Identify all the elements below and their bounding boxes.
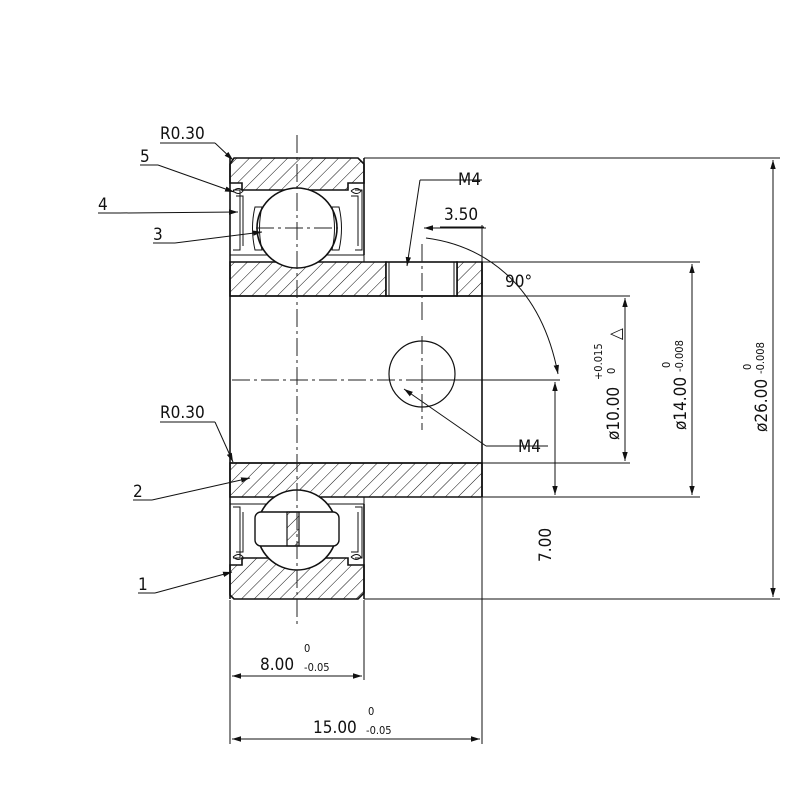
radius-label-bottom: R0.30	[160, 403, 205, 423]
thread-label-top: M4	[458, 170, 481, 190]
part-label-4: 4	[98, 195, 108, 215]
part-label-1: 1	[138, 575, 148, 595]
threaded-hole-circle	[388, 340, 456, 408]
offset-dimension: 3.50	[444, 205, 478, 225]
part-label-2: 2	[133, 482, 143, 502]
bore-dimension: ø10.00	[604, 387, 624, 440]
seals	[232, 188, 363, 560]
outer-diameter-dimension: ø26.00	[752, 379, 772, 432]
ring-width-upper-tolerance: 0	[304, 642, 310, 655]
inner-ring-upper-tolerance: 0	[660, 362, 673, 368]
inner-ring-dimension-group: ø14.00 0 -0.008	[660, 340, 691, 430]
inner-ring-dimension: ø14.00	[671, 377, 691, 430]
ring-width-dimension: 8.00	[260, 655, 294, 675]
inner-ring-lower-tolerance: -0.008	[673, 340, 686, 372]
outer-diameter-dimension-group: ø26.00 0 -0.008	[741, 342, 772, 432]
height-dimension-group: 7.00	[536, 528, 556, 562]
bore-dimension-group: ø10.00 +0.015 0 △	[592, 328, 626, 440]
ring-width-lower-tolerance: -0.05	[304, 661, 330, 674]
angle-label: 90°	[505, 272, 532, 292]
outer-diameter-upper-tolerance: 0	[741, 364, 754, 370]
thread-label-side: M4	[518, 437, 541, 457]
flatness-symbol: △	[606, 328, 626, 340]
total-width-lower-tolerance: -0.05	[366, 724, 392, 737]
inner-ring-bottom	[229, 462, 483, 505]
radius-label-top: R0.30	[160, 124, 205, 144]
total-width-dimension-group: 15.00 0 -0.05	[313, 705, 392, 738]
outer-diameter-lower-tolerance: -0.008	[754, 342, 767, 374]
inner-ring-top	[229, 254, 483, 297]
height-dimension: 7.00	[536, 528, 556, 562]
bore-upper-tolerance: +0.015	[592, 343, 605, 380]
bore-outline	[229, 158, 483, 599]
bore-lower-tolerance: 0	[605, 368, 618, 374]
total-width-upper-tolerance: 0	[368, 705, 374, 718]
ring-width-dimension-group: 8.00 0 -0.05	[260, 642, 330, 675]
part-label-3: 3	[153, 225, 163, 245]
total-width-dimension: 15.00	[313, 718, 357, 738]
dimension-lines	[232, 160, 776, 742]
leader-lines	[98, 142, 548, 594]
part-label-5: 5	[140, 147, 150, 167]
